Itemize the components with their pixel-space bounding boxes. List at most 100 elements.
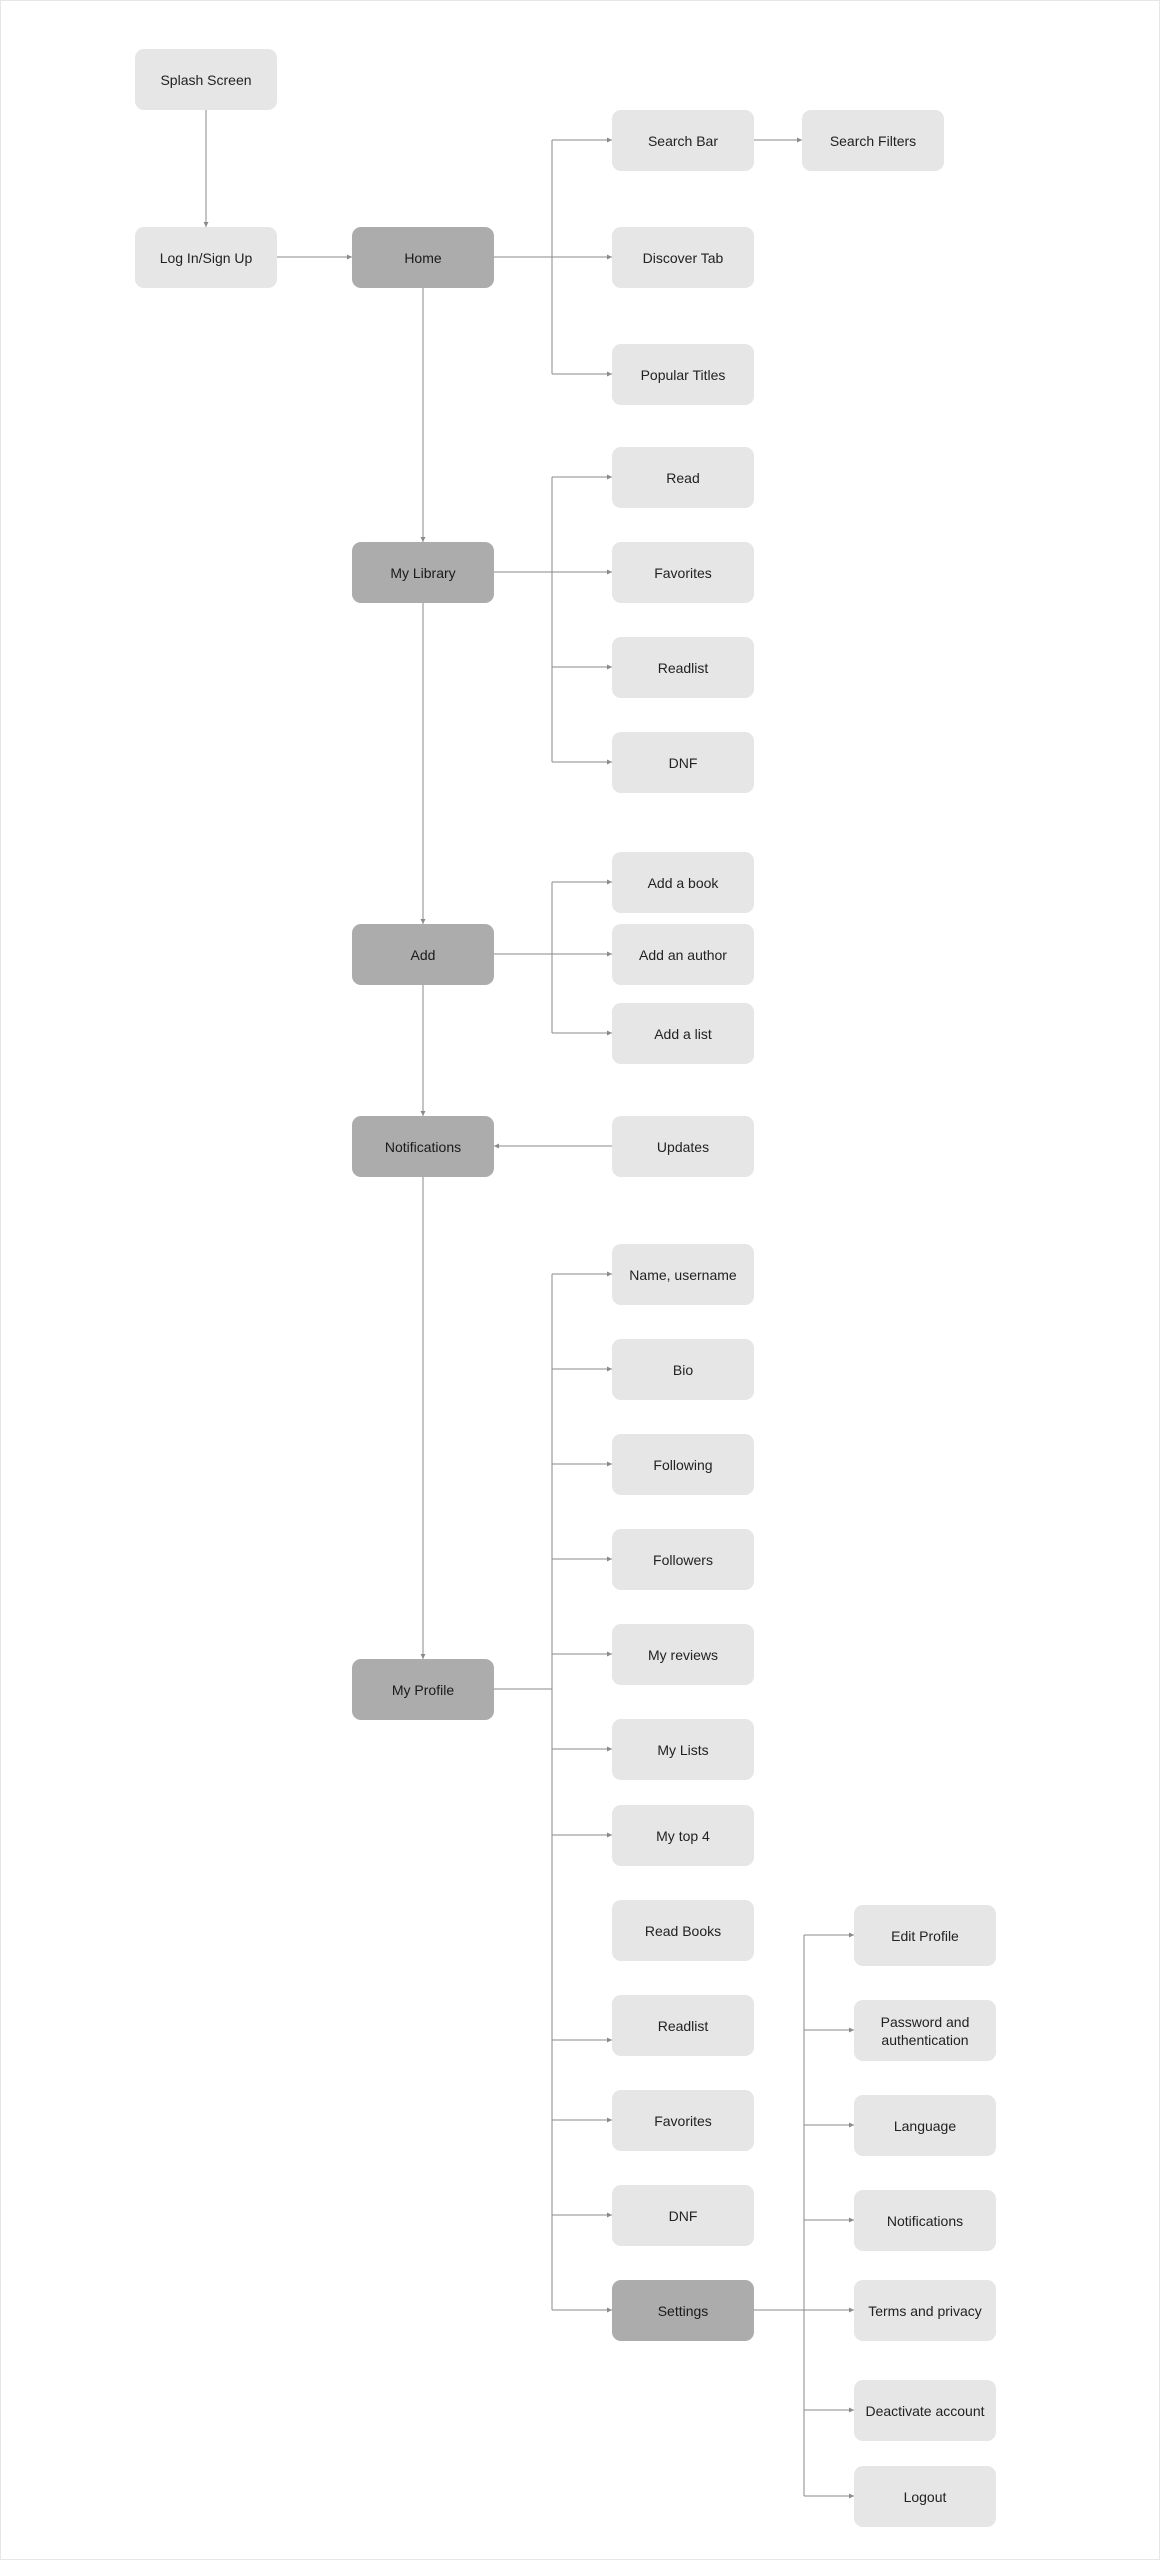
node-label: Bio: [672, 1361, 694, 1378]
node-add-a-list[interactable]: Add a list: [612, 1003, 754, 1064]
node-label: Followers: [653, 1551, 713, 1568]
arrowhead-right: [849, 2027, 854, 2033]
node-settings[interactable]: Settings: [612, 2280, 754, 2341]
node-edit-profile[interactable]: Edit Profile: [854, 1905, 996, 1966]
arrowhead-right: [849, 2307, 854, 2313]
node-label: Notifications: [886, 2212, 964, 2229]
node-label: Following: [653, 1456, 713, 1473]
node-deactivate-account[interactable]: Deactivate account: [854, 2380, 996, 2441]
node-label: Add an author: [639, 946, 727, 963]
node-read[interactable]: Read: [612, 447, 754, 508]
arrowhead-right: [607, 1366, 612, 1372]
arrowhead-down: [203, 222, 209, 227]
node-bio[interactable]: Bio: [612, 1339, 754, 1400]
node-favorites[interactable]: Favorites: [612, 542, 754, 603]
node-readlist[interactable]: Readlist: [612, 637, 754, 698]
arrowhead-right: [607, 2212, 612, 2218]
arrowhead-right: [607, 759, 612, 765]
arrowhead-right: [607, 1556, 612, 1562]
arrowhead-right: [797, 137, 802, 143]
arrowhead-right: [849, 2407, 854, 2413]
node-language[interactable]: Language: [854, 2095, 996, 2156]
arrowhead-right: [849, 2493, 854, 2499]
node-label: My Library: [390, 564, 456, 581]
arrowhead-down: [420, 537, 426, 542]
arrowhead-right: [607, 1461, 612, 1467]
node-profile-favorites[interactable]: Favorites: [612, 2090, 754, 2151]
arrowhead-right: [607, 879, 612, 885]
node-label: DNF: [668, 2207, 698, 2224]
node-logout[interactable]: Logout: [854, 2466, 996, 2527]
arrowhead-right: [849, 2217, 854, 2223]
arrowhead-right: [347, 254, 352, 260]
node-search-filters[interactable]: Search Filters: [802, 110, 944, 171]
node-add-an-author[interactable]: Add an author: [612, 924, 754, 985]
node-label: Splash Screen: [160, 71, 252, 88]
node-label: Search Filters: [829, 132, 917, 149]
node-log-in-sign-up[interactable]: Log In/Sign Up: [135, 227, 277, 288]
node-label: Home: [404, 249, 442, 266]
node-my-reviews[interactable]: My reviews: [612, 1624, 754, 1685]
arrowhead-right: [607, 664, 612, 670]
node-label: My top 4: [656, 1827, 710, 1844]
node-label: My reviews: [647, 1646, 718, 1663]
node-label: Terms and privacy: [868, 2302, 982, 2319]
node-following[interactable]: Following: [612, 1434, 754, 1495]
node-discover-tab[interactable]: Discover Tab: [612, 227, 754, 288]
node-search-bar[interactable]: Search Bar: [612, 110, 754, 171]
node-label: Read: [666, 469, 700, 486]
arrowhead-right: [607, 1030, 612, 1036]
node-name-username[interactable]: Name, username: [612, 1244, 754, 1305]
node-label: Search Bar: [647, 132, 719, 149]
node-label: Read Books: [644, 1922, 722, 1939]
node-profile-readlist[interactable]: Readlist: [612, 1995, 754, 2056]
arrowhead-right: [607, 2037, 612, 2043]
node-my-profile[interactable]: My Profile: [352, 1659, 494, 1720]
node-followers[interactable]: Followers: [612, 1529, 754, 1590]
arrowhead-right: [607, 1651, 612, 1657]
node-add-a-book[interactable]: Add a book: [612, 852, 754, 913]
node-label: My Profile: [391, 1681, 455, 1698]
node-label: Discover Tab: [642, 249, 724, 266]
node-terms-and-privacy[interactable]: Terms and privacy: [854, 2280, 996, 2341]
node-password-and-authentication[interactable]: Password and authentication: [854, 2000, 996, 2061]
node-notifications[interactable]: Notifications: [352, 1116, 494, 1177]
node-dnf[interactable]: DNF: [612, 732, 754, 793]
node-label: My Lists: [657, 1741, 709, 1758]
node-popular-titles[interactable]: Popular Titles: [612, 344, 754, 405]
node-read-books[interactable]: Read Books: [612, 1900, 754, 1961]
node-profile-dnf[interactable]: DNF: [612, 2185, 754, 2246]
node-label: Settings: [657, 2302, 709, 2319]
node-label: Password and authentication: [880, 2013, 970, 2048]
arrowhead-right: [607, 254, 612, 260]
node-label: DNF: [668, 754, 698, 771]
node-home[interactable]: Home: [352, 227, 494, 288]
node-updates[interactable]: Updates: [612, 1116, 754, 1177]
node-splash-screen[interactable]: Splash Screen: [135, 49, 277, 110]
arrowhead-right: [607, 1832, 612, 1838]
arrowhead-right: [607, 2307, 612, 2313]
node-label: Name, username: [629, 1266, 737, 1283]
node-label: Favorites: [654, 564, 712, 581]
arrowhead-left: [494, 1143, 499, 1149]
node-label: Notifications: [384, 1138, 462, 1155]
node-label: Add a list: [654, 1025, 712, 1042]
arrowhead-right: [607, 1271, 612, 1277]
arrowhead-right: [607, 569, 612, 575]
node-my-top-4[interactable]: My top 4: [612, 1805, 754, 1866]
arrowhead-right: [607, 474, 612, 480]
node-add[interactable]: Add: [352, 924, 494, 985]
node-my-library[interactable]: My Library: [352, 542, 494, 603]
node-label: Edit Profile: [891, 1927, 959, 1944]
node-label: Add a book: [647, 874, 719, 891]
arrowhead-down: [420, 1654, 426, 1659]
node-settings-notifications[interactable]: Notifications: [854, 2190, 996, 2251]
node-label: Updates: [656, 1138, 710, 1155]
node-my-lists[interactable]: My Lists: [612, 1719, 754, 1780]
node-label: Log In/Sign Up: [159, 249, 253, 266]
node-label: Language: [893, 2117, 957, 2134]
node-label: Popular Titles: [640, 366, 726, 383]
arrowhead-down: [420, 1111, 426, 1116]
